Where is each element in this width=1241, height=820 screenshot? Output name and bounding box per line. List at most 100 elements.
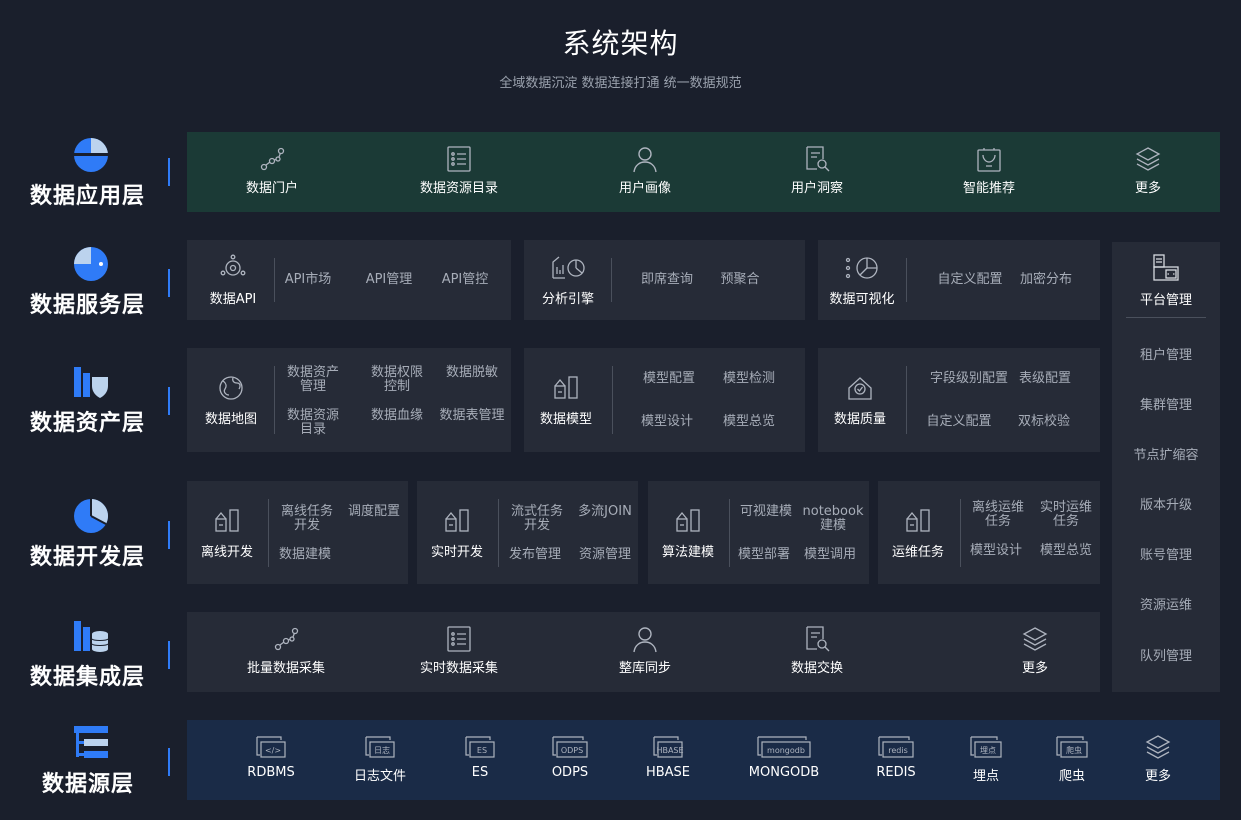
platform-item[interactable]: 账号管理 [1139, 548, 1192, 563]
service-sub-item[interactable]: 自定义配置 [937, 272, 1003, 287]
dev-card-title-box[interactable]: 运维任务 [882, 507, 954, 560]
user-icon [631, 145, 659, 173]
asset-sub-item[interactable]: 数据权限 控制 [370, 365, 423, 394]
dev-sub-item[interactable]: 可视建模 [739, 504, 792, 519]
dev-sub-item[interactable]: 离线运维 任务 [971, 500, 1024, 529]
platform-item[interactable]: 租户管理 [1139, 348, 1192, 363]
service-sub-item[interactable]: 预聚合 [720, 272, 760, 287]
asset-card-title: 数据模型 [539, 412, 592, 427]
dev-card-title-box[interactable]: 离线开发 [191, 507, 263, 560]
service-card-api: 数据API API市场 API管理 API管控 [187, 240, 511, 320]
asset-sub-item[interactable]: 数据脱敏 [445, 365, 498, 380]
dev-sub-item[interactable]: 实时运维 任务 [1039, 500, 1092, 529]
dev-card-realtime: 实时开发 流式任务 开发 多流JOIN 发布管理 资源管理 [417, 481, 638, 584]
app-item-profile[interactable]: 用户画像 [605, 145, 685, 196]
integration-item-exchange[interactable]: 数据交换 [777, 625, 857, 676]
dev-sub-item[interactable]: 多流JOIN [578, 504, 632, 519]
platform-item[interactable]: 集群管理 [1139, 398, 1192, 413]
source-item[interactable]: 更多 [1113, 733, 1203, 784]
asset-sub-item[interactable]: 字段级别配置 [929, 371, 1008, 386]
dev-sub-item[interactable]: 模型部署 [737, 547, 790, 562]
asset-sub-item[interactable]: 模型总览 [722, 414, 775, 429]
platform-item[interactable]: 资源运维 [1139, 598, 1192, 613]
asset-sub-item[interactable]: 双标校验 [1017, 414, 1070, 429]
asset-sub-item[interactable]: 自定义配置 [926, 414, 992, 429]
bag-icon [975, 145, 1003, 173]
service-card-title-box[interactable]: 数据可视化 [822, 254, 902, 307]
list-icon [445, 145, 473, 173]
source-item-label: RDBMS [247, 765, 295, 780]
platform-item[interactable]: 节点扩缩容 [1133, 448, 1199, 463]
source-item[interactable]: 爬虫爬虫 [1027, 733, 1117, 784]
model-icon [213, 507, 241, 535]
source-item[interactable]: </>RDBMS [226, 733, 316, 780]
app-item-catalog[interactable]: 数据资源目录 [409, 145, 509, 196]
dev-sub-item[interactable]: 模型总览 [1039, 543, 1092, 558]
app-item-insight[interactable]: 用户洞察 [777, 145, 857, 196]
integration-item-batch[interactable]: 批量数据采集 [236, 625, 336, 676]
dev-sub-item[interactable]: 数据建模 [278, 547, 331, 562]
layer-dev-label: 数据开发层 [0, 497, 180, 577]
dev-sub-item[interactable]: notebook 建模 [802, 504, 864, 533]
service-sub-item[interactable]: 即席查询 [640, 272, 693, 287]
layer-integration-name: 数据集成层 [30, 665, 146, 690]
platform-item[interactable]: 队列管理 [1139, 649, 1192, 664]
divider [960, 499, 961, 567]
service-card-title-box[interactable]: 分析引擎 [530, 254, 606, 307]
asset-sub-item[interactable]: 模型配置 [642, 371, 695, 386]
dev-card-title: 离线开发 [200, 545, 253, 560]
asset-sub-item[interactable]: 模型检测 [722, 371, 775, 386]
pie-icon [74, 138, 108, 172]
list-icon [445, 625, 473, 653]
app-item-recommend[interactable]: 智能推荐 [949, 145, 1029, 196]
asset-sub-item[interactable]: 数据资产 管理 [286, 365, 339, 394]
dev-sub-item[interactable]: 离线任务 开发 [280, 504, 333, 533]
database-tag-icon: HBASE [653, 736, 684, 758]
source-item-label: MONGODB [748, 765, 820, 780]
dev-card-title-box[interactable]: 实时开发 [421, 507, 493, 560]
app-item-more[interactable]: 更多 [1108, 145, 1188, 196]
dev-sub-item[interactable]: 调度配置 [347, 504, 400, 519]
dev-card-algorithm: 算法建模 可视建模 notebook 建模 模型部署 模型调用 [648, 481, 869, 584]
source-item[interactable]: 埋点埋点 [941, 733, 1031, 784]
asset-card-title-box[interactable]: 数据模型 [528, 374, 604, 427]
asset-card-model: 数据模型 模型配置 模型检测 模型设计 模型总览 [524, 348, 805, 452]
asset-card-title-box[interactable]: 数据地图 [193, 374, 269, 427]
integration-item-label: 更多 [1021, 661, 1048, 676]
integration-item-sync[interactable]: 整库同步 [605, 625, 685, 676]
asset-sub-item[interactable]: 表级配置 [1018, 371, 1071, 386]
dev-sub-item[interactable]: 模型设计 [969, 543, 1022, 558]
divider [1126, 317, 1206, 318]
asset-sub-item[interactable]: 数据资源 目录 [286, 408, 339, 437]
service-sub-item[interactable]: 加密分布 [1019, 272, 1072, 287]
engine-icon [550, 254, 586, 282]
dev-card-title-box[interactable]: 算法建模 [652, 507, 724, 560]
service-sub-item[interactable]: API管理 [365, 272, 413, 287]
asset-sub-item[interactable]: 模型设计 [640, 414, 693, 429]
asset-sub-item[interactable]: 数据血缘 [370, 408, 423, 423]
service-card-title-box[interactable]: 数据API [195, 254, 271, 307]
service-sub-item[interactable]: API市场 [284, 272, 332, 287]
integration-item-more[interactable]: 更多 [995, 625, 1075, 676]
dev-sub-item[interactable]: 发布管理 [508, 547, 561, 562]
source-item[interactable]: 日志日志文件 [335, 733, 425, 784]
asset-card-title-box[interactable]: 数据质量 [822, 374, 898, 427]
dev-sub-item[interactable]: 资源管理 [578, 547, 631, 562]
service-card-title: 数据可视化 [829, 292, 895, 307]
layer-service-bar [168, 269, 170, 297]
app-item-portal[interactable]: 数据门户 [232, 145, 312, 196]
service-sub-item[interactable]: API管控 [441, 272, 489, 287]
integration-item-realtime[interactable]: 实时数据采集 [409, 625, 509, 676]
dev-sub-item[interactable]: 流式任务 开发 [510, 504, 563, 533]
asset-sub-item[interactable]: 数据表管理 [439, 408, 505, 423]
layer-app-bar [168, 158, 170, 186]
dev-sub-item[interactable]: 模型调用 [803, 547, 856, 562]
platform-item[interactable]: 版本升级 [1139, 498, 1192, 513]
integration-layer-panel: 批量数据采集 实时数据采集 整库同步 数据交换 更多 [187, 612, 1100, 692]
source-tag-text: HBASE [656, 746, 683, 755]
